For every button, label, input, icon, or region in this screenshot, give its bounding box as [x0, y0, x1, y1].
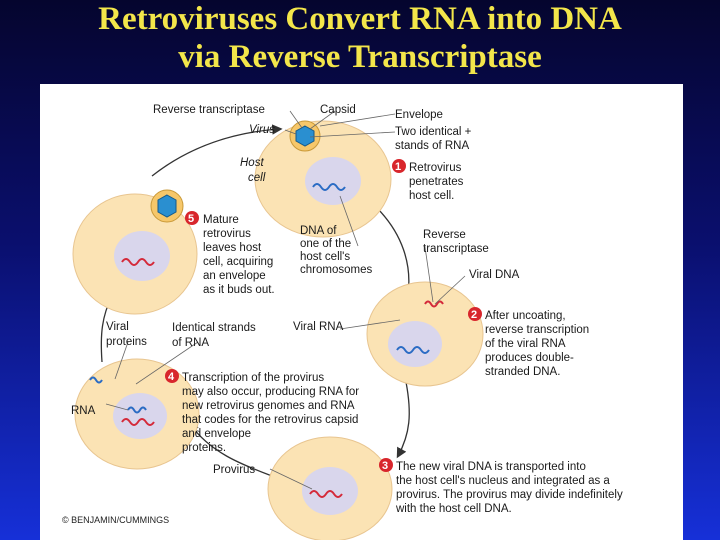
- virus-step1: [289, 120, 321, 152]
- step-number-3: 3: [382, 460, 388, 472]
- step5-line1: Mature: [203, 214, 239, 226]
- cell-step4: [74, 358, 200, 470]
- step1-line2: penetrates: [409, 176, 464, 188]
- step4-line3: new retrovirus genomes and RNA: [182, 400, 355, 412]
- label-capsid: Capsid: [320, 104, 356, 116]
- step2-line2: reverse transcription: [485, 324, 589, 336]
- step3-line1: The new viral DNA is transported into: [396, 461, 586, 473]
- cell-step1: [254, 120, 392, 238]
- step4-line4: that codes for the retrovirus capsid: [182, 414, 358, 426]
- step-number-2: 2: [471, 309, 477, 321]
- step-badge-2: [468, 307, 482, 321]
- step3-line3: provirus. The provirus may divide indefi…: [396, 489, 623, 501]
- label-dna-of-1: DNA of: [300, 225, 337, 237]
- step4-line5: and envelope: [182, 428, 251, 440]
- step3-line2: the host cell's nucleus and integrated a…: [396, 475, 610, 487]
- label-virus: Virus: [249, 124, 275, 136]
- arrow-step3-to-step4: [188, 421, 273, 477]
- step-number-1: 1: [395, 161, 401, 173]
- step4-line6: proteins.: [182, 442, 226, 454]
- arrow-step1-to-step2: [377, 208, 415, 297]
- step2-line1: After uncoating,: [485, 310, 566, 322]
- step3-line4: with the host cell DNA.: [395, 503, 512, 515]
- label-envelope: Envelope: [395, 109, 443, 121]
- label-viral-proteins-1: Viral: [106, 321, 129, 333]
- label-host-cell-1: Host: [240, 157, 264, 169]
- step1-line1: Retrovirus: [409, 162, 462, 174]
- pointer-lines: [105, 110, 466, 490]
- arrow-step2-to-step3: [396, 381, 410, 459]
- label-reverse-transcriptase-top: Reverse transcriptase: [153, 104, 265, 116]
- label-provirus: Provirus: [213, 464, 255, 476]
- diagram-panel: Reverse transcriptase Capsid Envelope Vi…: [40, 84, 683, 540]
- step2-line4: produces double-: [485, 352, 574, 364]
- step5-line2: retrovirus: [203, 228, 251, 240]
- label-viral-proteins-2: proteins: [106, 336, 147, 348]
- label-viral-rna: Viral RNA: [293, 321, 344, 333]
- step-number-5: 5: [188, 213, 194, 225]
- step5-line4: cell, acquiring: [203, 256, 273, 268]
- copyright-credit: © BENJAMIN/CUMMINGS: [62, 515, 169, 525]
- step2-line3: of the viral RNA: [485, 338, 566, 350]
- cell-step5: [72, 193, 198, 315]
- label-identical-strands-2: of RNA: [172, 337, 209, 349]
- step4-line1: Transcription of the provirus: [182, 372, 324, 384]
- virus-step5: [150, 189, 184, 223]
- step-badge-5: [185, 211, 199, 225]
- step5-line3: leaves host: [203, 242, 262, 254]
- cell-step3: [267, 436, 393, 540]
- step-badge-4: [165, 369, 179, 383]
- cell-step2: [366, 281, 484, 387]
- label-dna-of-3: host cell's: [300, 251, 350, 263]
- retrovirus-life-cycle-diagram: Reverse transcriptase Capsid Envelope Vi…: [62, 104, 623, 540]
- label-reverse-transcriptase-mid-1: Reverse: [423, 229, 466, 241]
- label-two-identical-2: stands of RNA: [395, 140, 469, 152]
- step-badge-1: [392, 159, 406, 173]
- step-badge-3: [379, 458, 393, 472]
- step2-line5: stranded DNA.: [485, 366, 560, 378]
- label-two-identical-1: Two identical +: [395, 126, 472, 138]
- step4-line2: may also occur, producing RNA for: [182, 386, 359, 398]
- label-rna: RNA: [71, 405, 96, 417]
- label-identical-strands-1: Identical strands: [172, 322, 256, 334]
- label-reverse-transcriptase-mid-2: transcriptase: [423, 243, 489, 255]
- label-host-cell-2: cell: [248, 172, 266, 184]
- step1-line3: host cell.: [409, 190, 454, 202]
- label-dna-of-2: one of the: [300, 238, 351, 250]
- slide-title: Retroviruses Convert RNA into DNA via Re…: [0, 0, 720, 76]
- step5-line5: an envelope: [203, 270, 266, 282]
- step-number-4: 4: [168, 371, 175, 383]
- arrow-step5-to-step1: [151, 124, 283, 177]
- label-dna-of-4: chromosomes: [300, 264, 372, 276]
- title-line-2: via Reverse Transcriptase: [178, 39, 542, 75]
- step5-line6: as it buds out.: [203, 284, 275, 296]
- title-line-1: Retroviruses Convert RNA into DNA: [98, 1, 622, 37]
- label-viral-dna: Viral DNA: [469, 269, 520, 281]
